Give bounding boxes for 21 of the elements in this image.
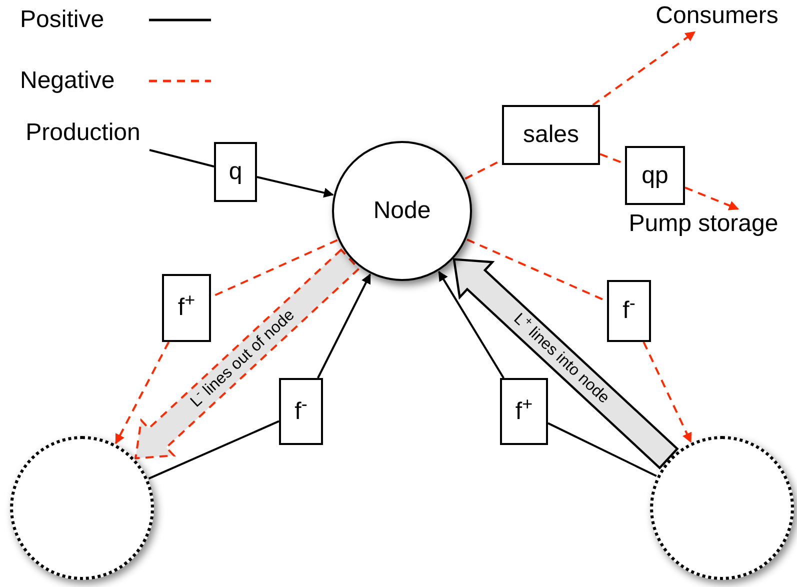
arrow [438,270,504,379]
dashed-arrow [684,186,739,210]
variable-box: q [214,142,257,202]
node-label: Consumers [640,0,794,32]
legend-label: Positive [20,5,106,35]
variable-box: f$^{+}$ [162,274,211,342]
arrow [317,274,371,378]
wide-arrow [134,248,360,460]
variable-box: f$^{+}$ [500,378,548,445]
legend-label: Negative [20,66,116,96]
dashed-arrow [642,342,692,443]
node-label: Pump storage [612,207,795,241]
node-label: Production [8,116,158,150]
variable-box: sales [502,105,600,165]
variable-box: qp [625,146,685,205]
dashed-arrow [114,342,170,444]
variable-box: f$^{-}$ [607,280,651,342]
dashed-arrow [592,31,696,106]
variable-box: f$^{-}$ [279,378,323,445]
arrow [256,176,334,198]
wide-arrow [452,258,679,470]
